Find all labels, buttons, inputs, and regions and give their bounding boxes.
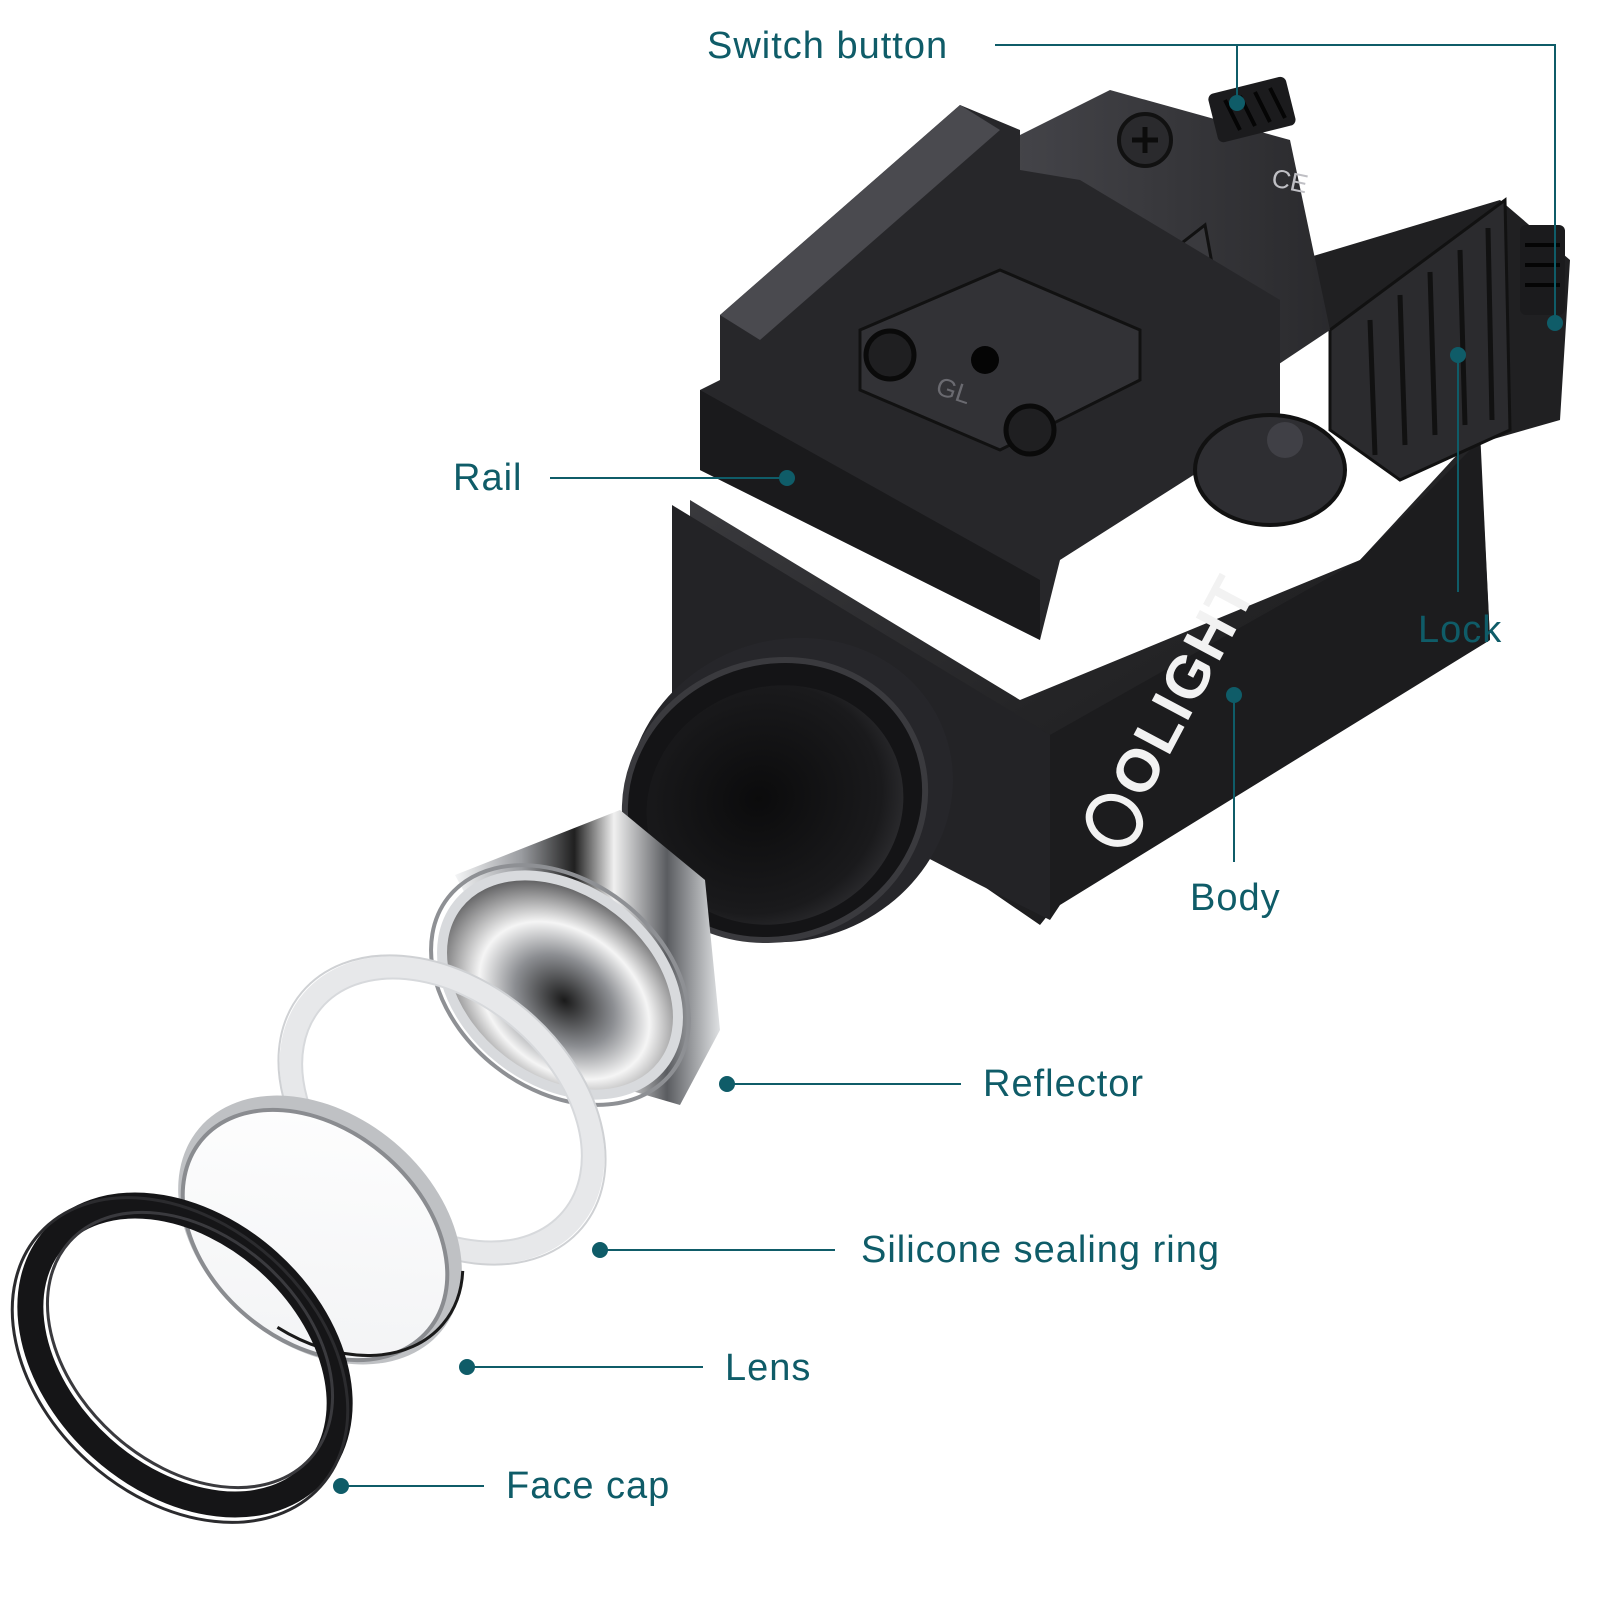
rail-face — [700, 390, 1040, 640]
lens-glass — [180, 1107, 450, 1363]
flashlight-body: CE GL OLIGHT — [621, 76, 1570, 944]
lug-plate — [858, 268, 1142, 452]
dot-reflector — [719, 1076, 735, 1092]
bezel-bore — [646, 685, 904, 925]
face-cap-highlight — [45, 1210, 335, 1490]
dot-rail — [779, 470, 795, 486]
lug-center-hole — [971, 346, 999, 374]
lens-bevel — [185, 1093, 465, 1357]
face-cap-ring — [17, 1192, 353, 1518]
callout-dots — [333, 95, 1563, 1494]
lug-screw-1 — [863, 328, 917, 382]
ce-mark: CE — [1269, 162, 1311, 199]
callout-leaders — [341, 44, 1556, 1487]
dot-lens — [459, 1359, 475, 1375]
label-reflector: Reflector — [983, 1063, 1144, 1105]
lock-knob-center — [1267, 422, 1303, 458]
dot-switch-side — [1547, 315, 1563, 331]
lock-knob — [1193, 413, 1347, 527]
dot-switch-top — [1229, 95, 1245, 111]
label-face-cap: Face cap — [506, 1465, 670, 1507]
face-cap-outer-edge — [10, 1196, 350, 1524]
body-side-face — [1050, 440, 1490, 920]
top-screw-cross — [1132, 127, 1158, 153]
reflector-mouth — [437, 870, 683, 1100]
reflector — [429, 810, 720, 1107]
callout-labels: Switch button Rail Lock Body Reflector S… — [453, 25, 1502, 1507]
dot-silicone-ring — [592, 1242, 608, 1258]
reflector-mouth-lip — [429, 863, 691, 1107]
switch-bump-top — [1208, 76, 1296, 143]
label-silicone-ring: Silicone sealing ring — [861, 1229, 1220, 1271]
lens — [178, 1093, 465, 1365]
dot-lock — [1450, 347, 1466, 363]
dot-body — [1226, 687, 1242, 703]
lock-grip-ridges — [1367, 227, 1495, 456]
label-lock: Lock — [1418, 609, 1502, 651]
leader-switch-button — [995, 44, 1556, 320]
brand-logo-mark — [1085, 793, 1144, 847]
dot-face-cap — [333, 1478, 349, 1494]
label-switch-button: Switch button — [707, 25, 948, 67]
label-lens: Lens — [725, 1347, 811, 1389]
rail-top-edge — [720, 105, 1000, 340]
lug-screw-2 — [1003, 403, 1057, 457]
switch-ridges — [1223, 87, 1560, 287]
face-cap — [10, 1192, 353, 1524]
label-body: Body — [1190, 877, 1281, 919]
label-rail: Rail — [453, 457, 522, 499]
switch-bump-side — [1520, 225, 1565, 315]
